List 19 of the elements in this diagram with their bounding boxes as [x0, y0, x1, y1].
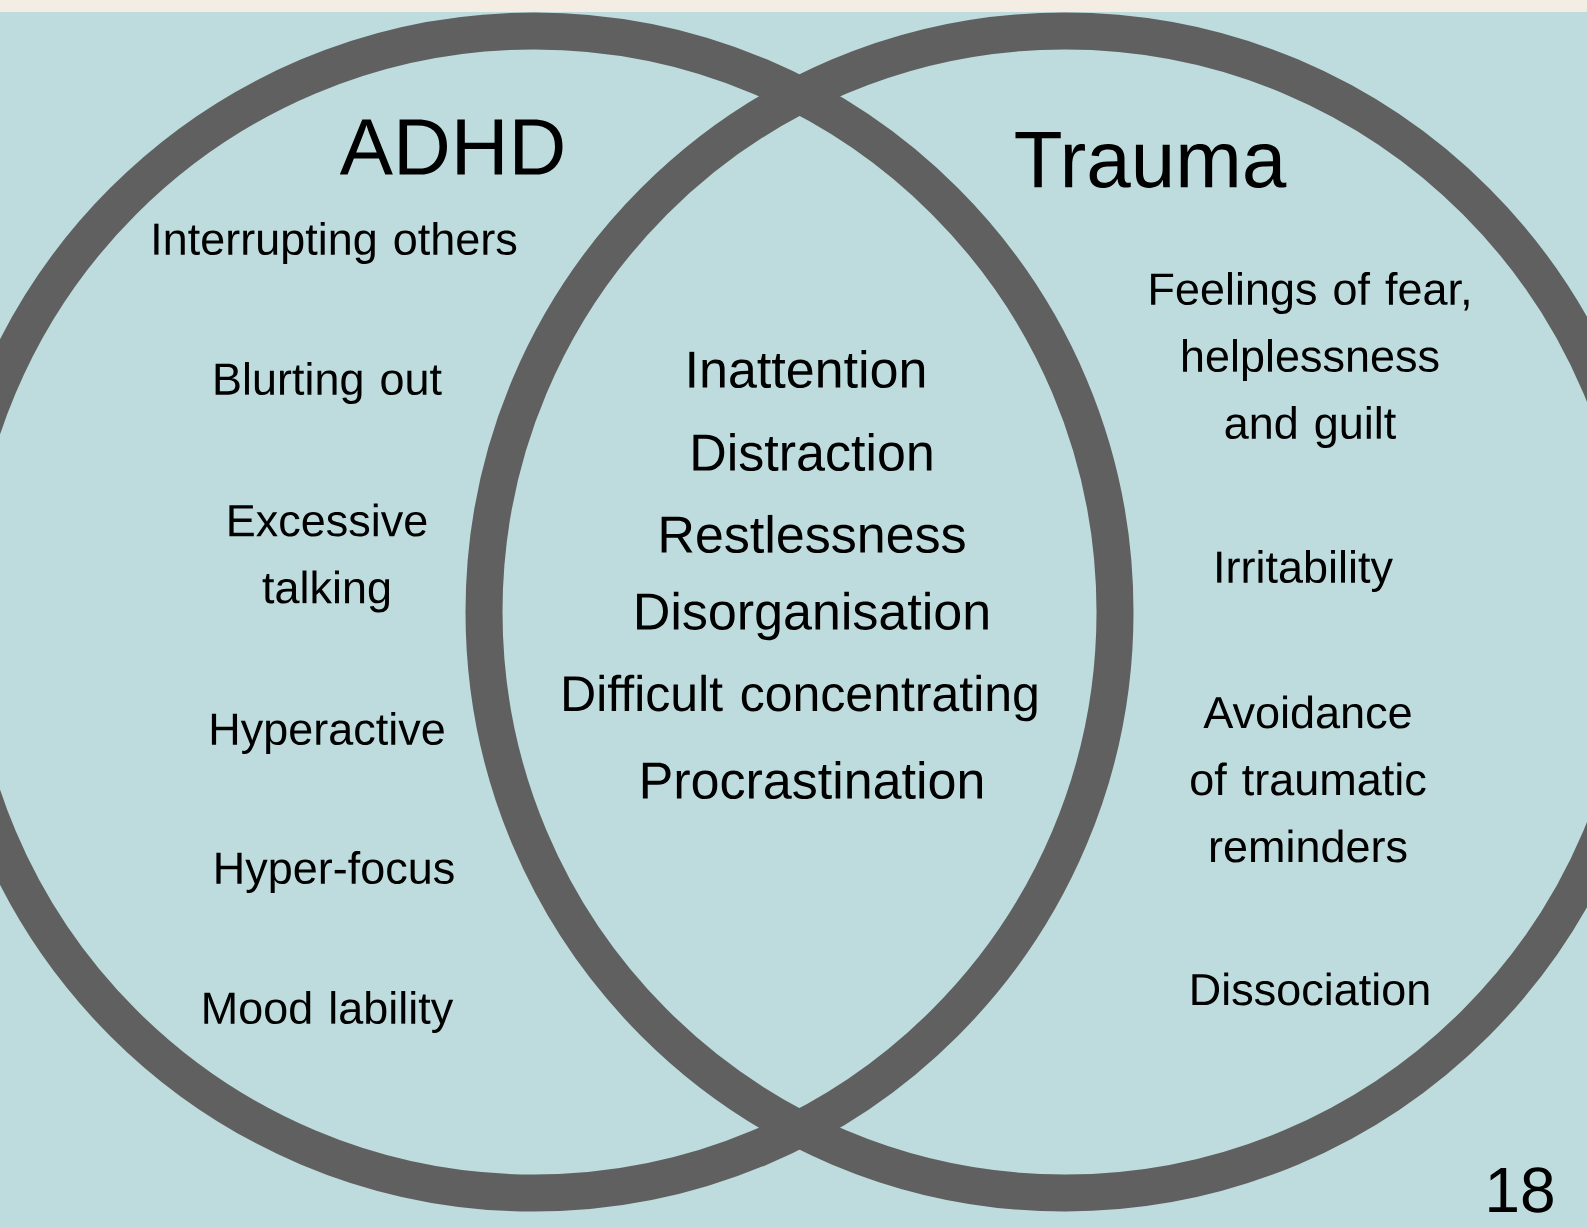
symptom-text: Interrupting others	[154, 222, 517, 264]
symptom-text: Mood lability	[204, 991, 454, 1033]
page-number: 18	[1489, 1167, 1553, 1213]
symptom-text: Excessive talking	[229, 503, 427, 613]
symptom-text: Disorganisation	[637, 591, 988, 641]
symptom-text: Irritability	[1217, 550, 1393, 592]
symptom-text: Blurting out	[215, 362, 442, 404]
symptom-text: Hyperactive	[211, 712, 444, 754]
symptom-text: Inattention	[689, 349, 925, 389]
symptom-text: Difficult concentrating	[564, 674, 1037, 722]
symptom-text: Avoidance of traumatic reminders	[1191, 695, 1426, 863]
circle-heading: Trauma	[1015, 132, 1287, 188]
symptom-text: Restlessness	[661, 514, 965, 554]
symptom-text: Procrastination	[642, 760, 982, 800]
circle-heading: ADHD	[339, 119, 563, 175]
symptom-text: Dissociation	[1192, 972, 1429, 1006]
symptom-text: Hyper-focus	[216, 851, 454, 893]
symptom-text: Distraction	[693, 432, 932, 472]
symptom-text: Feelings of fear, helplessness and guilt	[1151, 272, 1469, 448]
